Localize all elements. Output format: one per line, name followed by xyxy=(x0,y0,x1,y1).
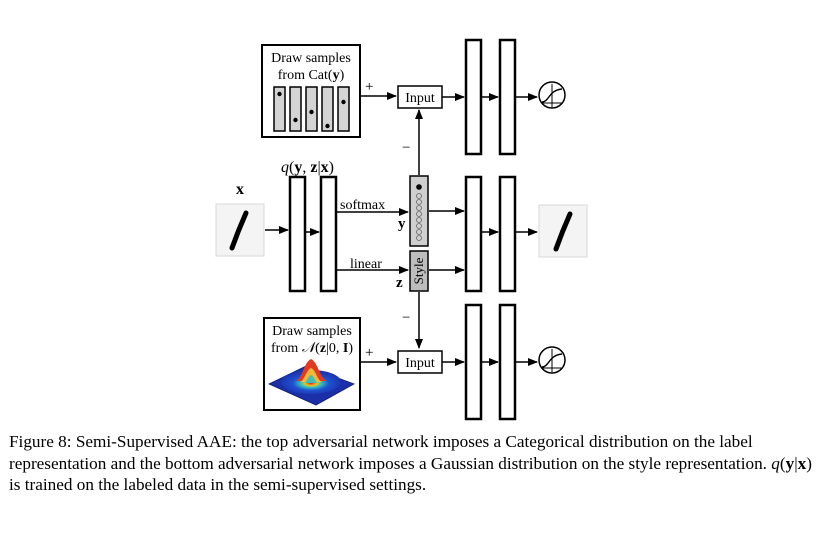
linear-label: linear xyxy=(350,257,382,272)
encoder-layer-1 xyxy=(288,175,307,293)
category-column xyxy=(321,86,334,132)
top-input-label: Input xyxy=(405,91,435,106)
one-hot-dot xyxy=(309,109,314,115)
one-hot-dot xyxy=(293,117,298,123)
encoder-label: q(y, z|x) xyxy=(281,159,334,176)
top-minus-sign: − xyxy=(402,140,410,156)
semi-supervised-aae-diagram: Draw samples from Cat(y) + Input xyxy=(215,38,588,421)
top-sampler-label: Draw samples xyxy=(271,51,351,66)
caption-lead: Figure 8: Semi-Supervised AAE: the top a… xyxy=(9,432,767,473)
bottom-plus-sign: + xyxy=(365,345,373,361)
y-label: y xyxy=(398,216,406,232)
top-sigmoid-icon xyxy=(538,81,566,109)
one-hot-dot xyxy=(325,123,330,129)
z-label: z xyxy=(396,275,403,291)
z-style-vector: Style xyxy=(409,250,429,292)
softmax-label: softmax xyxy=(340,198,385,213)
caption-math: q(y|x) xyxy=(771,453,812,473)
category-column xyxy=(273,86,286,132)
decoder-layer-1 xyxy=(464,175,483,293)
input-digit-image xyxy=(215,203,265,257)
bottom-disc-layer-1 xyxy=(464,303,483,421)
encoder-network xyxy=(288,175,338,293)
top-sampler-box: Draw samples from Cat(y) xyxy=(261,44,361,138)
bottom-minus-sign: − xyxy=(402,310,410,326)
gaussian-surface-plot xyxy=(268,359,355,406)
bottom-disc-layer-2 xyxy=(498,303,517,421)
reconstructed-digit-image xyxy=(538,204,588,258)
categorical-sample-columns xyxy=(273,86,350,132)
bottom-sampler-label-2: from 𝒩(z|0, I) xyxy=(271,341,353,356)
one-hot-dot xyxy=(341,99,346,105)
bottom-sampler-label: Draw samples xyxy=(272,324,352,339)
bottom-sampler-box: Draw samples from 𝒩(z|0, I) xyxy=(263,317,361,411)
top-discriminator xyxy=(464,38,566,156)
caption-tail: is trained on the labeled data in the se… xyxy=(9,475,427,494)
decoder-layer-2 xyxy=(498,175,517,293)
bottom-sigmoid-icon xyxy=(538,346,566,374)
y-label-vector xyxy=(409,175,429,247)
x-label: x xyxy=(236,181,244,198)
encoder-layer-2 xyxy=(319,175,338,293)
category-column xyxy=(337,86,350,132)
bottom-discriminator xyxy=(464,303,566,421)
decoder-network xyxy=(464,175,517,293)
category-column xyxy=(305,86,318,132)
category-column xyxy=(289,86,302,132)
one-hot-dot xyxy=(277,91,282,97)
top-disc-layer-1 xyxy=(464,38,483,156)
top-disc-layer-2 xyxy=(498,38,517,156)
top-sampler-label-2: from Cat(y) xyxy=(278,68,345,83)
bottom-input-label: Input xyxy=(405,356,435,371)
top-plus-sign: + xyxy=(365,79,373,95)
style-label: Style xyxy=(411,257,426,284)
figure-caption: Figure 8: Semi-Supervised AAE: the top a… xyxy=(9,431,824,496)
